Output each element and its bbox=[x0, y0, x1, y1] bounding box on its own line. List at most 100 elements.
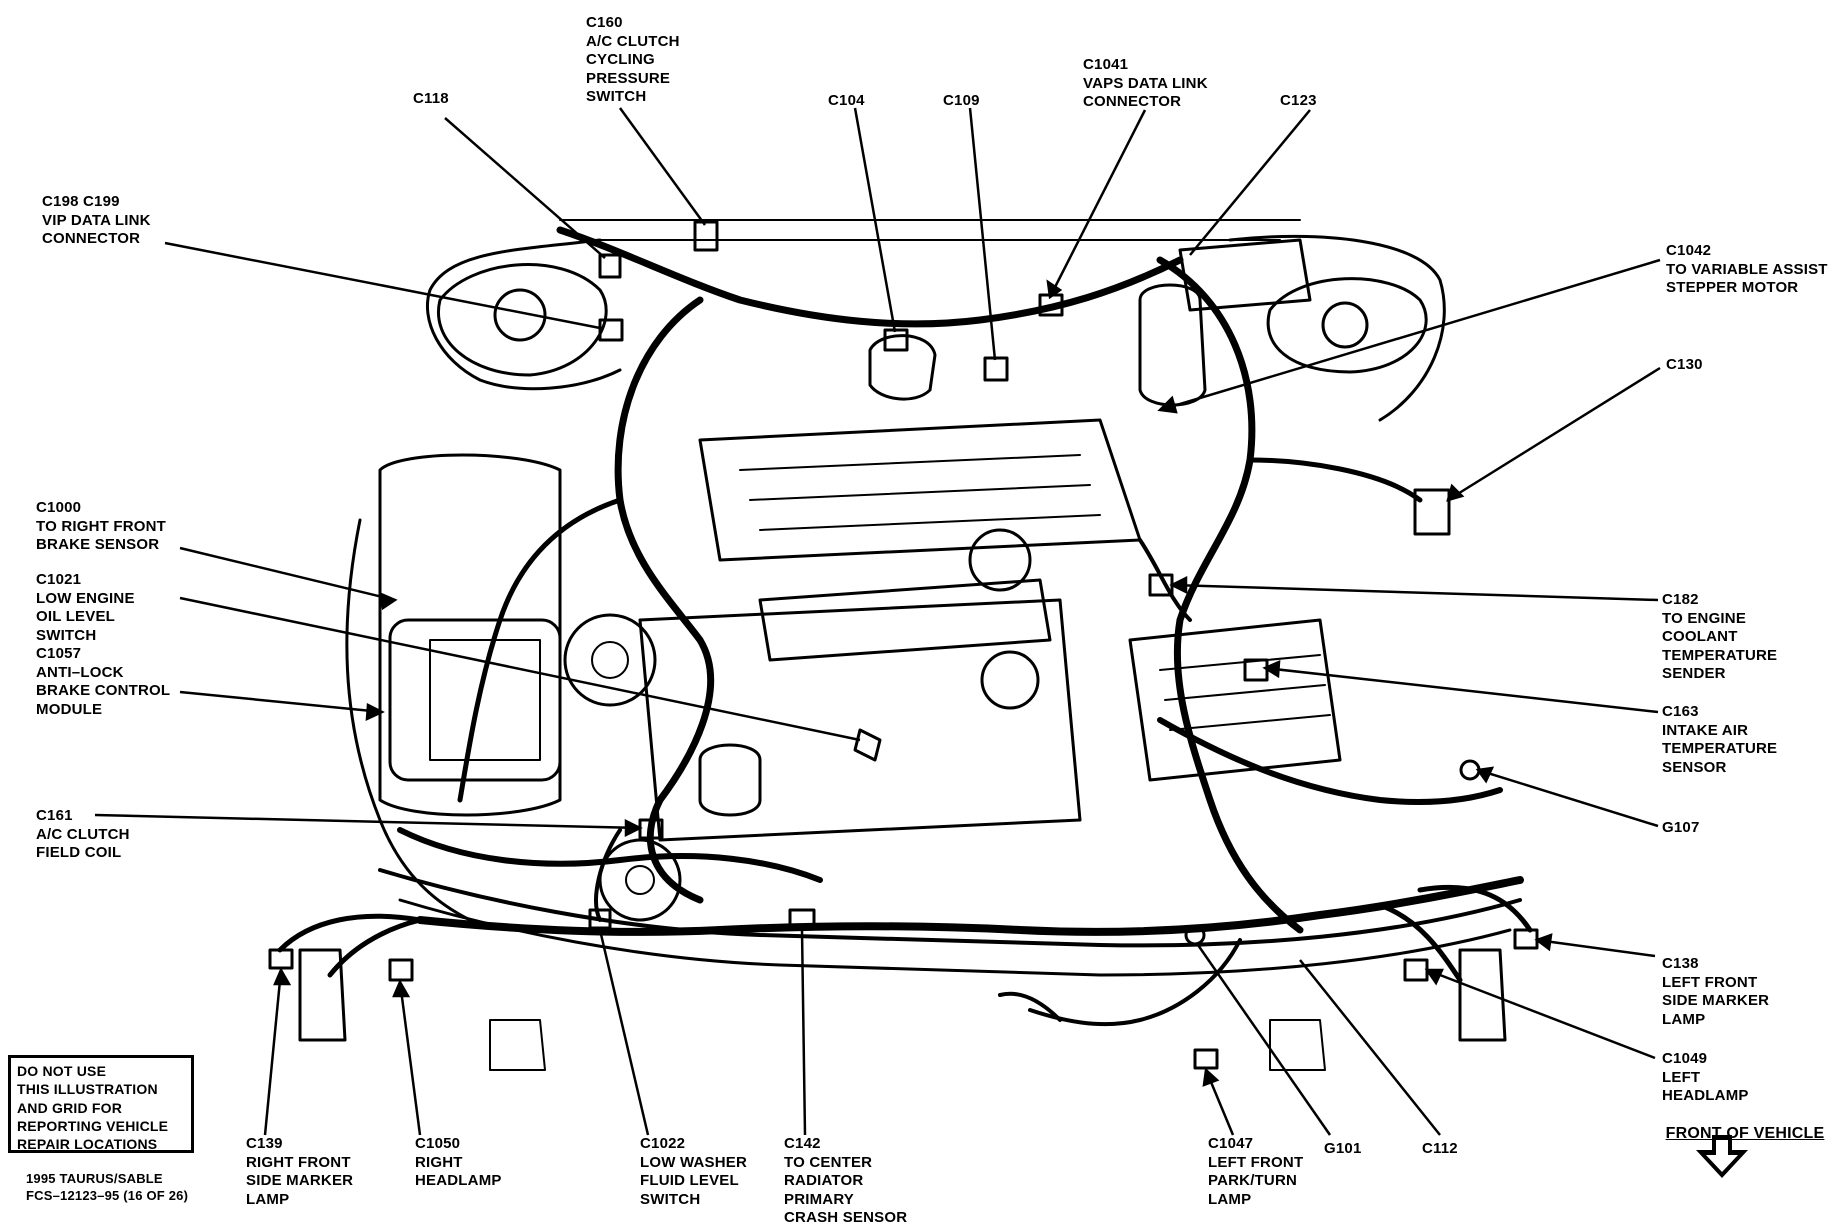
label-c163-line: C163 bbox=[1662, 703, 1699, 720]
label-c1021-line: LOW ENGINE bbox=[36, 589, 135, 607]
power-steering-pump bbox=[868, 334, 937, 401]
abs-module-detail bbox=[429, 639, 541, 761]
sensor-c1057 bbox=[853, 728, 882, 762]
left-strut-tower bbox=[1266, 277, 1428, 374]
harness-branch-park-lamp bbox=[1028, 938, 1242, 1027]
arrowhead-c1047 bbox=[1202, 1067, 1220, 1087]
front-arrow-icon bbox=[1696, 1135, 1748, 1178]
label-c1021-line: MODULE bbox=[36, 700, 103, 718]
brake-master-cylinder bbox=[1178, 238, 1312, 312]
label-c1050-line: HEADLAMP bbox=[415, 1172, 502, 1189]
leader-c1049 bbox=[1426, 968, 1656, 1060]
alternator-pulley bbox=[591, 641, 629, 679]
right-headlamp-bracket bbox=[298, 948, 347, 1042]
label-c1047-line: PARK/TURN bbox=[1208, 1172, 1298, 1189]
arrowhead-c1000 bbox=[379, 591, 398, 611]
leader-c123 bbox=[1189, 109, 1311, 256]
leader-c109 bbox=[968, 107, 997, 361]
label-c1000-line: BRAKE SENSOR bbox=[36, 536, 160, 553]
label-g107-line: G107 bbox=[1662, 819, 1700, 836]
label-c138-line: LAMP bbox=[1662, 1010, 1706, 1028]
connector-c1049 bbox=[1403, 958, 1429, 982]
label-c142-line: TO CENTER bbox=[784, 1153, 873, 1171]
label-c1049-line: LEFT bbox=[1662, 1068, 1701, 1086]
air-cleaner bbox=[1128, 618, 1342, 782]
label-c139-line: SIDE MARKER bbox=[246, 1172, 354, 1189]
leader-c104 bbox=[853, 107, 897, 333]
main-harness-upper bbox=[556, 226, 1184, 328]
label-c1021-line: SWITCH bbox=[36, 626, 97, 644]
label-c123-line: C123 bbox=[1280, 92, 1317, 109]
label-c163-line: TEMPERATURE bbox=[1662, 740, 1778, 757]
label-c118-line: C118 bbox=[413, 90, 449, 107]
fender-apron-right bbox=[345, 518, 472, 922]
leader-c118 bbox=[444, 117, 606, 259]
label-c1022-line: C1022 bbox=[640, 1135, 686, 1152]
label-c139-line: C139 bbox=[246, 1135, 283, 1152]
right-headlamp-bracket-2 bbox=[489, 1019, 546, 1071]
label-c109-line: C109 bbox=[943, 92, 980, 109]
label-c182-line: SENDER bbox=[1662, 665, 1726, 682]
label-c130: C130 bbox=[1666, 356, 1703, 375]
label-c163-line: SENSOR bbox=[1662, 758, 1727, 776]
air-cleaner-ribs bbox=[1159, 654, 1331, 731]
leader-c182 bbox=[1171, 583, 1659, 602]
label-c1021-line: ANTI–LOCK bbox=[36, 663, 124, 681]
label-c1050-line: RIGHT bbox=[415, 1153, 463, 1171]
left-strut-cap bbox=[1321, 301, 1369, 349]
label-c142-line: CRASH SENSOR bbox=[784, 1209, 908, 1226]
front-of-vehicle-label: FRONT OF VEHICLE bbox=[1665, 1125, 1825, 1142]
ground-g107 bbox=[1459, 759, 1481, 781]
engine-block bbox=[638, 598, 1082, 842]
leader-c1021 bbox=[179, 596, 861, 742]
harness-left-mid bbox=[1157, 717, 1503, 805]
left-headlamp-bracket-2 bbox=[1269, 1019, 1326, 1071]
arrowhead-g107 bbox=[1475, 766, 1495, 784]
ac-compressor-hub bbox=[625, 865, 655, 895]
harness-branch-left-headlamp bbox=[1377, 902, 1463, 983]
label-c1021-line: C1021 bbox=[36, 571, 82, 588]
arrowhead-c1041 bbox=[1046, 279, 1063, 300]
leader-c142 bbox=[800, 929, 807, 1136]
harness-branch-lower-left bbox=[998, 991, 1062, 1022]
alternator bbox=[563, 613, 657, 707]
label-c1042-line: C1042 bbox=[1666, 242, 1712, 259]
battery-tray bbox=[378, 453, 562, 817]
coolant-reservoir bbox=[1138, 283, 1207, 407]
label-c104-line: C104 bbox=[828, 92, 865, 109]
label-c1050-line: C1050 bbox=[415, 1135, 461, 1152]
label-c1000-line: TO RIGHT FRONT bbox=[36, 517, 167, 535]
label-c1049-line: HEADLAMP bbox=[1662, 1087, 1749, 1104]
leader-c1000 bbox=[179, 546, 396, 602]
label-c160-line: A/C CLUTCH bbox=[586, 32, 680, 50]
harness-to-abs bbox=[457, 497, 623, 803]
label-c160-line: CYCLING bbox=[586, 51, 655, 68]
notice-line: THIS ILLUSTRATION bbox=[17, 1081, 158, 1098]
label-g101: G101 bbox=[1324, 1140, 1362, 1159]
oil-filter bbox=[698, 743, 762, 817]
label-c161-line: FIELD COIL bbox=[36, 844, 122, 861]
leader-c160 bbox=[618, 107, 707, 226]
connector-c1022 bbox=[588, 908, 612, 930]
right-fender-outline bbox=[425, 238, 622, 391]
harness-branch-washer bbox=[594, 828, 622, 922]
leader-c1050 bbox=[398, 981, 422, 1136]
label-c1021-line: C1057 bbox=[36, 645, 82, 662]
notice-line: REPORTING VEHICLE bbox=[17, 1117, 169, 1134]
harness-branch-right-marker bbox=[277, 913, 423, 953]
leader-c138 bbox=[1536, 938, 1656, 958]
connector-c1050 bbox=[388, 958, 414, 982]
label-c130-line: C130 bbox=[1666, 356, 1703, 373]
label-c161-line: A/C CLUTCH bbox=[36, 825, 130, 843]
